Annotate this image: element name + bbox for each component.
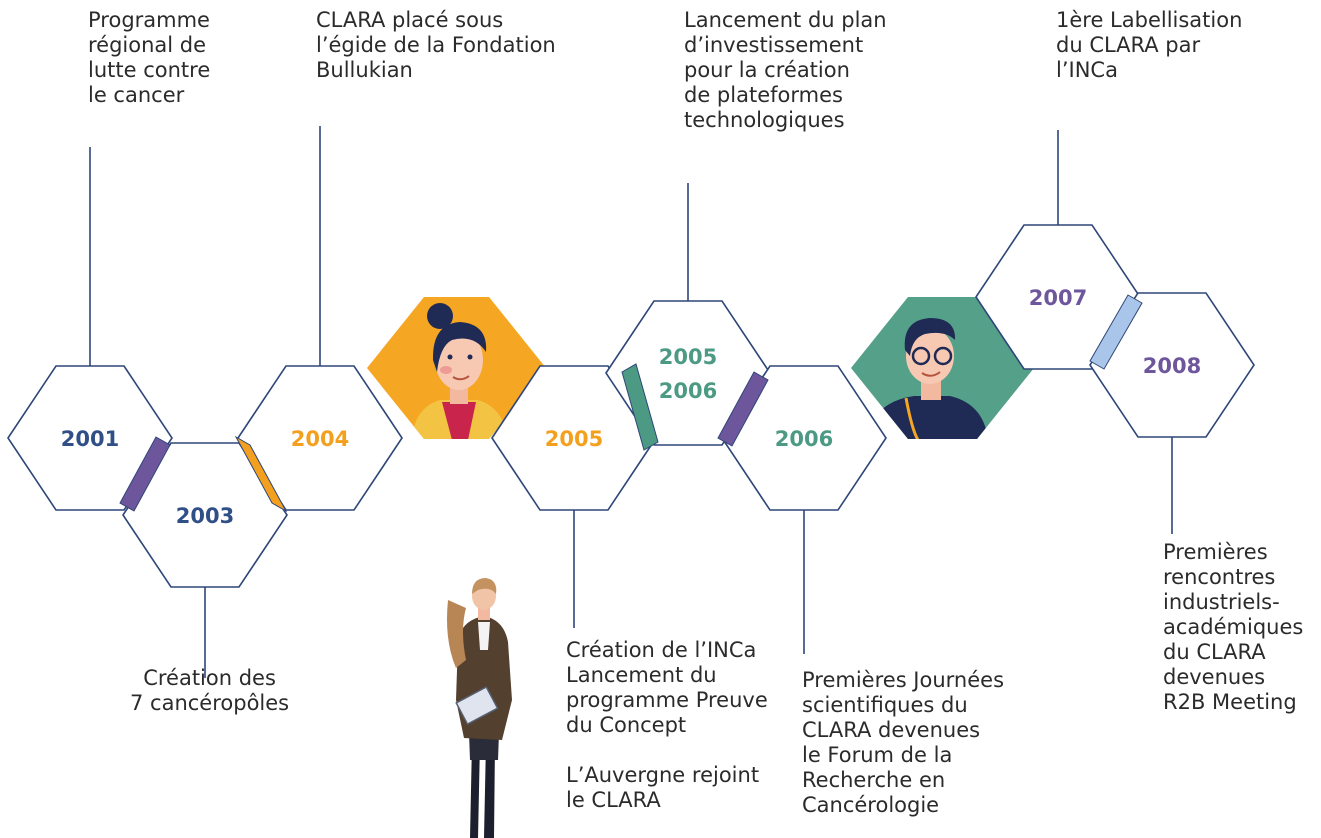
woman-avatar [367, 297, 546, 439]
hexagon-connectors [119, 294, 1143, 513]
event-2005-2006: Lancement du plan d’investissement pour … [684, 8, 887, 132]
hexagon-shape-2001 [7, 365, 173, 511]
year-label-2007: 2007 [1029, 286, 1087, 310]
year-label-2008: 2008 [1143, 354, 1201, 378]
year-label-2005: 2005 [545, 427, 603, 451]
year-label-2001: 2001 [61, 427, 119, 451]
hexagon-2003: 2003 [122, 442, 288, 588]
year-label-2004: 2004 [291, 427, 349, 451]
hexagon-2001: 2001 [7, 365, 173, 511]
leader-lines [89, 126, 1173, 678]
event-2001: Programme régional de lutte contre le ca… [88, 8, 211, 107]
event-2005: Création de l’INCa Lancement du programm… [566, 638, 768, 812]
connector-2001-2003 [119, 436, 171, 512]
hexagon-2006: 2006 [721, 365, 887, 511]
event-2006: Premières Journées scientifiques du CLAR… [802, 668, 1005, 817]
hexagon-shape-2003 [122, 442, 288, 588]
year-label-2005-2006-2: 2006 [659, 379, 717, 403]
event-2008: Premières rencontres industriels- académ… [1163, 540, 1304, 714]
connector-2005-2006-2006 [717, 371, 769, 447]
connector-2007-2008 [1089, 294, 1143, 370]
hexagon-shape-2006 [721, 365, 887, 511]
year-hexagons: 2001 2003 2004 2005 2005 2006 2006 2007 2008 [7, 224, 1255, 588]
year-label-2003: 2003 [176, 504, 234, 528]
year-label-2006: 2006 [775, 427, 833, 451]
event-2004: CLARA placé sous l’égide de la Fondation… [316, 8, 556, 82]
event-2003: Création des 7 cancéropôles [130, 666, 290, 715]
connector-2005-2005-2006 [621, 363, 659, 451]
hexagon-2008: 2008 [1089, 292, 1255, 438]
year-label-2005-2006-1: 2005 [659, 345, 717, 369]
standing-woman-figure [447, 578, 512, 838]
hexagon-2005: 2005 [491, 365, 657, 511]
hexagon-2007: 2007 [975, 224, 1141, 370]
hexagon-shape-2008 [1089, 292, 1255, 438]
avatars [367, 297, 1034, 439]
connector-2003-2004 [234, 435, 288, 513]
event-2007: 1ère Labellisation du CLARA par l’INCa [1056, 8, 1243, 82]
